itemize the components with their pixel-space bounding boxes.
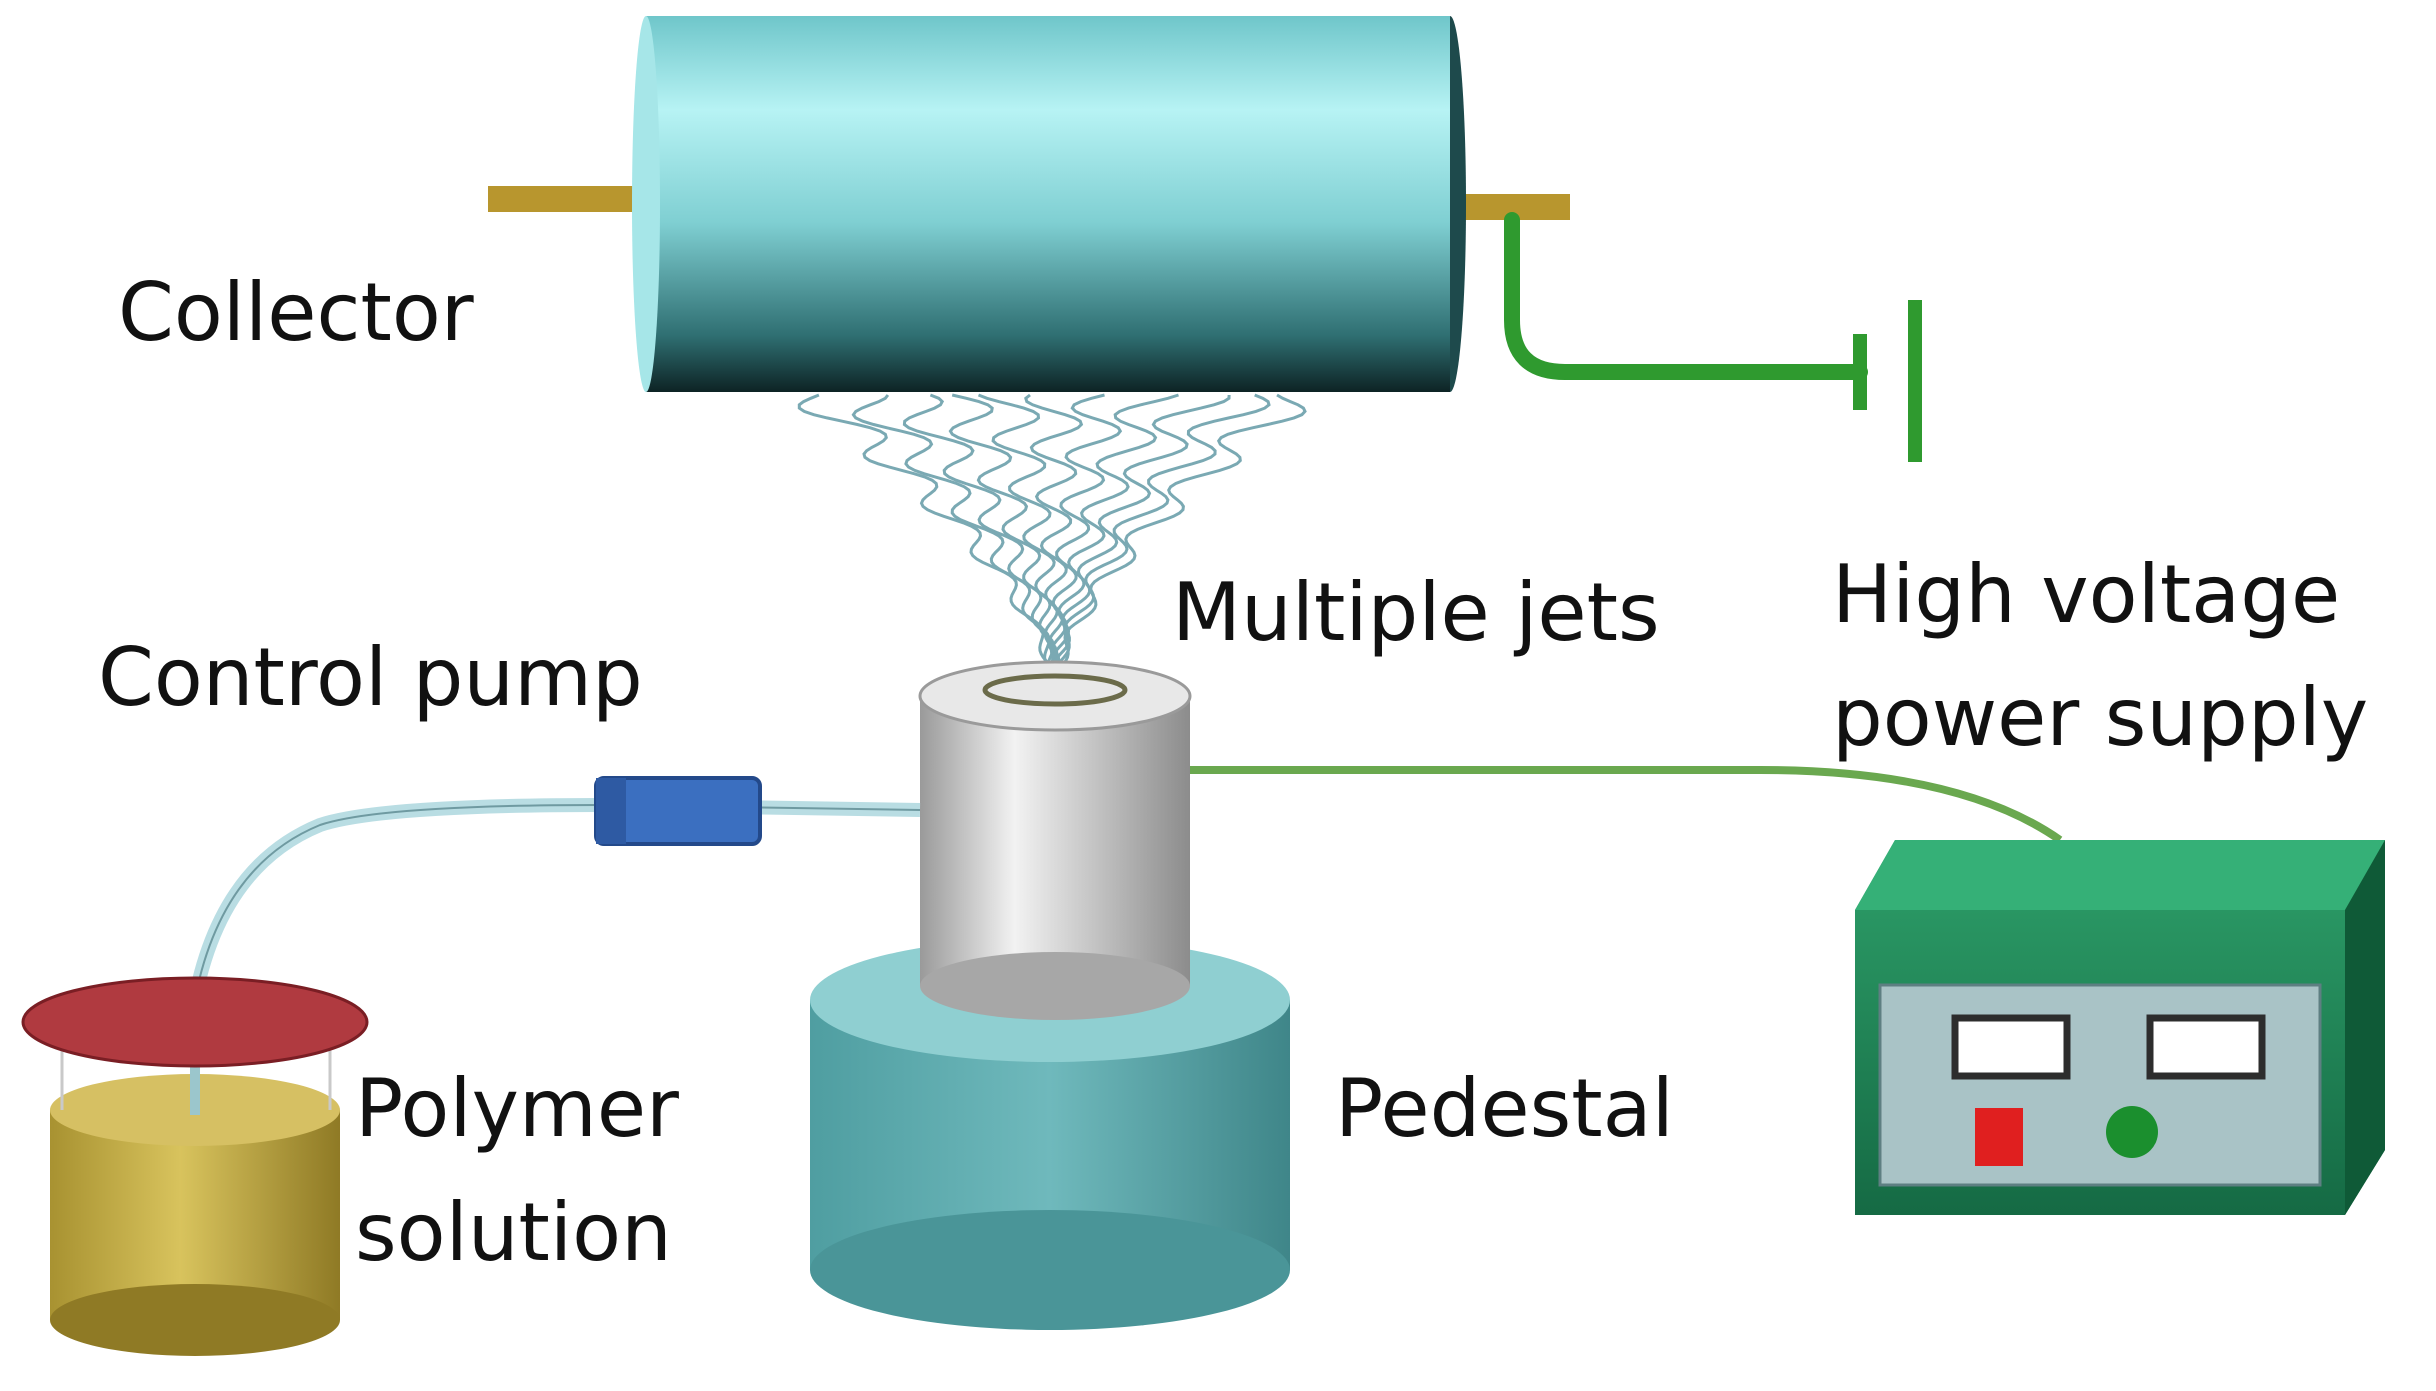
label-polymer-line1: Polymer bbox=[355, 1062, 679, 1155]
label-collector: Collector bbox=[118, 266, 474, 359]
jet-spiral bbox=[902, 393, 1061, 691]
label-pedestal: Pedestal bbox=[1335, 1062, 1674, 1155]
supply-meter-left bbox=[1951, 1014, 2071, 1080]
power-supply bbox=[1855, 840, 2385, 1215]
jet-spiral bbox=[797, 393, 1060, 691]
label-multiple-jets: Multiple jets bbox=[1172, 566, 1660, 659]
supply-green-knob bbox=[2106, 1106, 2158, 1158]
collector-shaft-left bbox=[488, 186, 646, 212]
label-polymer-line2: solution bbox=[355, 1186, 672, 1279]
dish-lid bbox=[21, 976, 369, 1068]
label-control-pump: Control pump bbox=[98, 631, 643, 724]
jet-spiral bbox=[1024, 393, 1084, 691]
ground-wire bbox=[1504, 212, 1868, 380]
jet-spiral bbox=[1049, 393, 1307, 691]
polymer-container bbox=[21, 976, 369, 1356]
label-high-voltage-line2: power supply bbox=[1832, 671, 2368, 764]
collector bbox=[488, 16, 1570, 392]
label-high-voltage-line1: High voltage bbox=[1832, 548, 2340, 641]
jet-spiral bbox=[1049, 393, 1123, 691]
control-pump bbox=[594, 776, 762, 846]
supply-red-switch bbox=[1975, 1108, 2023, 1166]
supply-wire bbox=[1190, 766, 2063, 844]
nozzle bbox=[918, 660, 1192, 1020]
collector-drum bbox=[646, 16, 1450, 392]
ground-connection bbox=[1504, 212, 1922, 462]
jet-spiral bbox=[1050, 393, 1271, 691]
supply-meter-right bbox=[2146, 1014, 2266, 1080]
multiple-jets bbox=[797, 393, 1307, 691]
jet-spiral bbox=[977, 393, 1061, 691]
